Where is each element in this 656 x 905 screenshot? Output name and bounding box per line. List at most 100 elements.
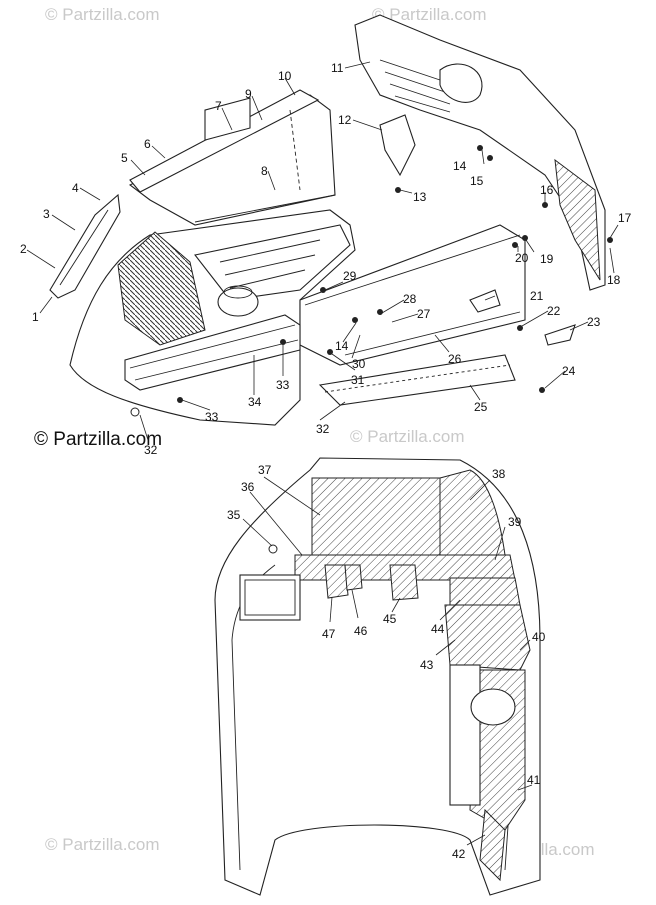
callout-label: 5 [121,151,128,165]
callout-label: 23 [587,315,601,329]
callout-label: 16 [540,183,554,197]
headlight-bulb [217,287,259,317]
watermark-text: © Partzilla.com [372,5,487,24]
fastener-35 [268,544,278,554]
console-cup [439,63,483,103]
callout-label: 27 [417,307,431,321]
callout-label: 28 [403,292,417,306]
bolt [280,339,286,345]
callout-label: 7 [215,99,222,113]
callout-label: 26 [448,352,462,366]
callout-label: 39 [508,515,522,529]
console-side-hatch [554,158,601,281]
bolt [522,235,528,241]
insulation-strip-42 [479,808,506,882]
bolt [477,145,483,151]
headlight-grille [117,231,206,346]
callout-label: 17 [618,211,632,225]
callout-label: 31 [351,373,365,387]
bolt [395,187,401,193]
callout-label: 6 [144,137,151,151]
callout-label: 4 [72,181,79,195]
watermark-group: © Partzilla.com © Partzilla.com © Partzi… [45,5,595,859]
bolt [607,237,613,243]
callout-label: 18 [607,273,621,287]
bolt [327,349,333,355]
bolt [487,155,493,161]
panel-43-opening [470,688,516,726]
bolt [130,407,140,417]
left-bracket [239,574,301,621]
panel-43 [449,664,481,806]
callout-label: 19 [540,252,554,266]
watermark-text: © Partzilla.com [45,5,160,24]
insulation-pad-37 [311,477,441,556]
callout-label: 41 [527,773,541,787]
insulation-block-47 [324,564,349,599]
callout-label: 12 [338,113,352,127]
callout-label: 3 [43,207,50,221]
callout-label: 42 [452,847,466,861]
hood-underside-view [214,457,541,896]
callout-label: 1 [32,310,39,324]
callout-label: 44 [431,622,445,636]
callout-label: 37 [258,463,272,477]
console-shell [354,14,606,291]
callout-label: 22 [547,304,561,318]
plate-21 [469,289,501,313]
windshield-window [204,97,251,141]
callout-label: 15 [470,174,484,188]
insulation-block-44 [449,577,521,606]
bolt [377,309,383,315]
callout-label: 33 [276,378,290,392]
top-leader-lines [26,61,619,441]
bolt [539,387,545,393]
plate-23 [544,324,576,346]
bolt [517,325,523,331]
callout-labels: 1 2 3 4 5 6 7 8 9 10 11 12 13 14 15 16 1… [20,61,632,861]
bracket-12 [379,114,416,177]
callout-label: 40 [532,630,546,644]
console-vent [379,59,451,113]
callout-label: 14 [453,159,467,173]
callout-label: 29 [343,269,357,283]
insulation-pad-38 [439,469,506,556]
front-bumper [124,314,301,391]
callout-label: 14 [335,339,349,353]
callout-label: 32 [316,422,330,436]
callout-label: 34 [248,395,262,409]
callout-label: 36 [241,480,255,494]
callout-label: 47 [322,627,336,641]
bolt [177,397,183,403]
watermark-text: © Partzilla.com [350,427,465,446]
insulation-block-46 [344,564,363,591]
bolt [352,317,358,323]
hood-exploded-view [49,14,613,426]
callout-label: 20 [515,251,529,265]
callout-label: 25 [474,400,488,414]
side-panel-lower [318,354,516,406]
callout-label: 46 [354,624,368,638]
callout-label: 30 [352,357,366,371]
watermark-text: © Partzilla.com [45,835,160,854]
callout-label: 13 [413,190,427,204]
callout-label: 38 [492,467,506,481]
callout-label: 32 [144,443,158,457]
callout-label: 9 [245,87,252,101]
callout-label: 35 [227,508,241,522]
callout-label: 33 [205,410,219,424]
bolt [512,242,518,248]
callout-label: 21 [530,289,544,303]
bolt [320,287,326,293]
callout-label: 24 [562,364,576,378]
callout-label: 2 [20,242,27,256]
bottom-leader-lines [242,476,533,846]
callout-label: 11 [331,61,344,75]
insulation-panel-40 [444,604,531,671]
callout-label: 43 [420,658,434,672]
callout-labels-duplicates: 14 32 33 [144,339,349,457]
callout-label: 8 [261,164,268,178]
callout-label: 10 [278,69,292,83]
partzilla-credit: © Partzilla.com [34,429,162,450]
